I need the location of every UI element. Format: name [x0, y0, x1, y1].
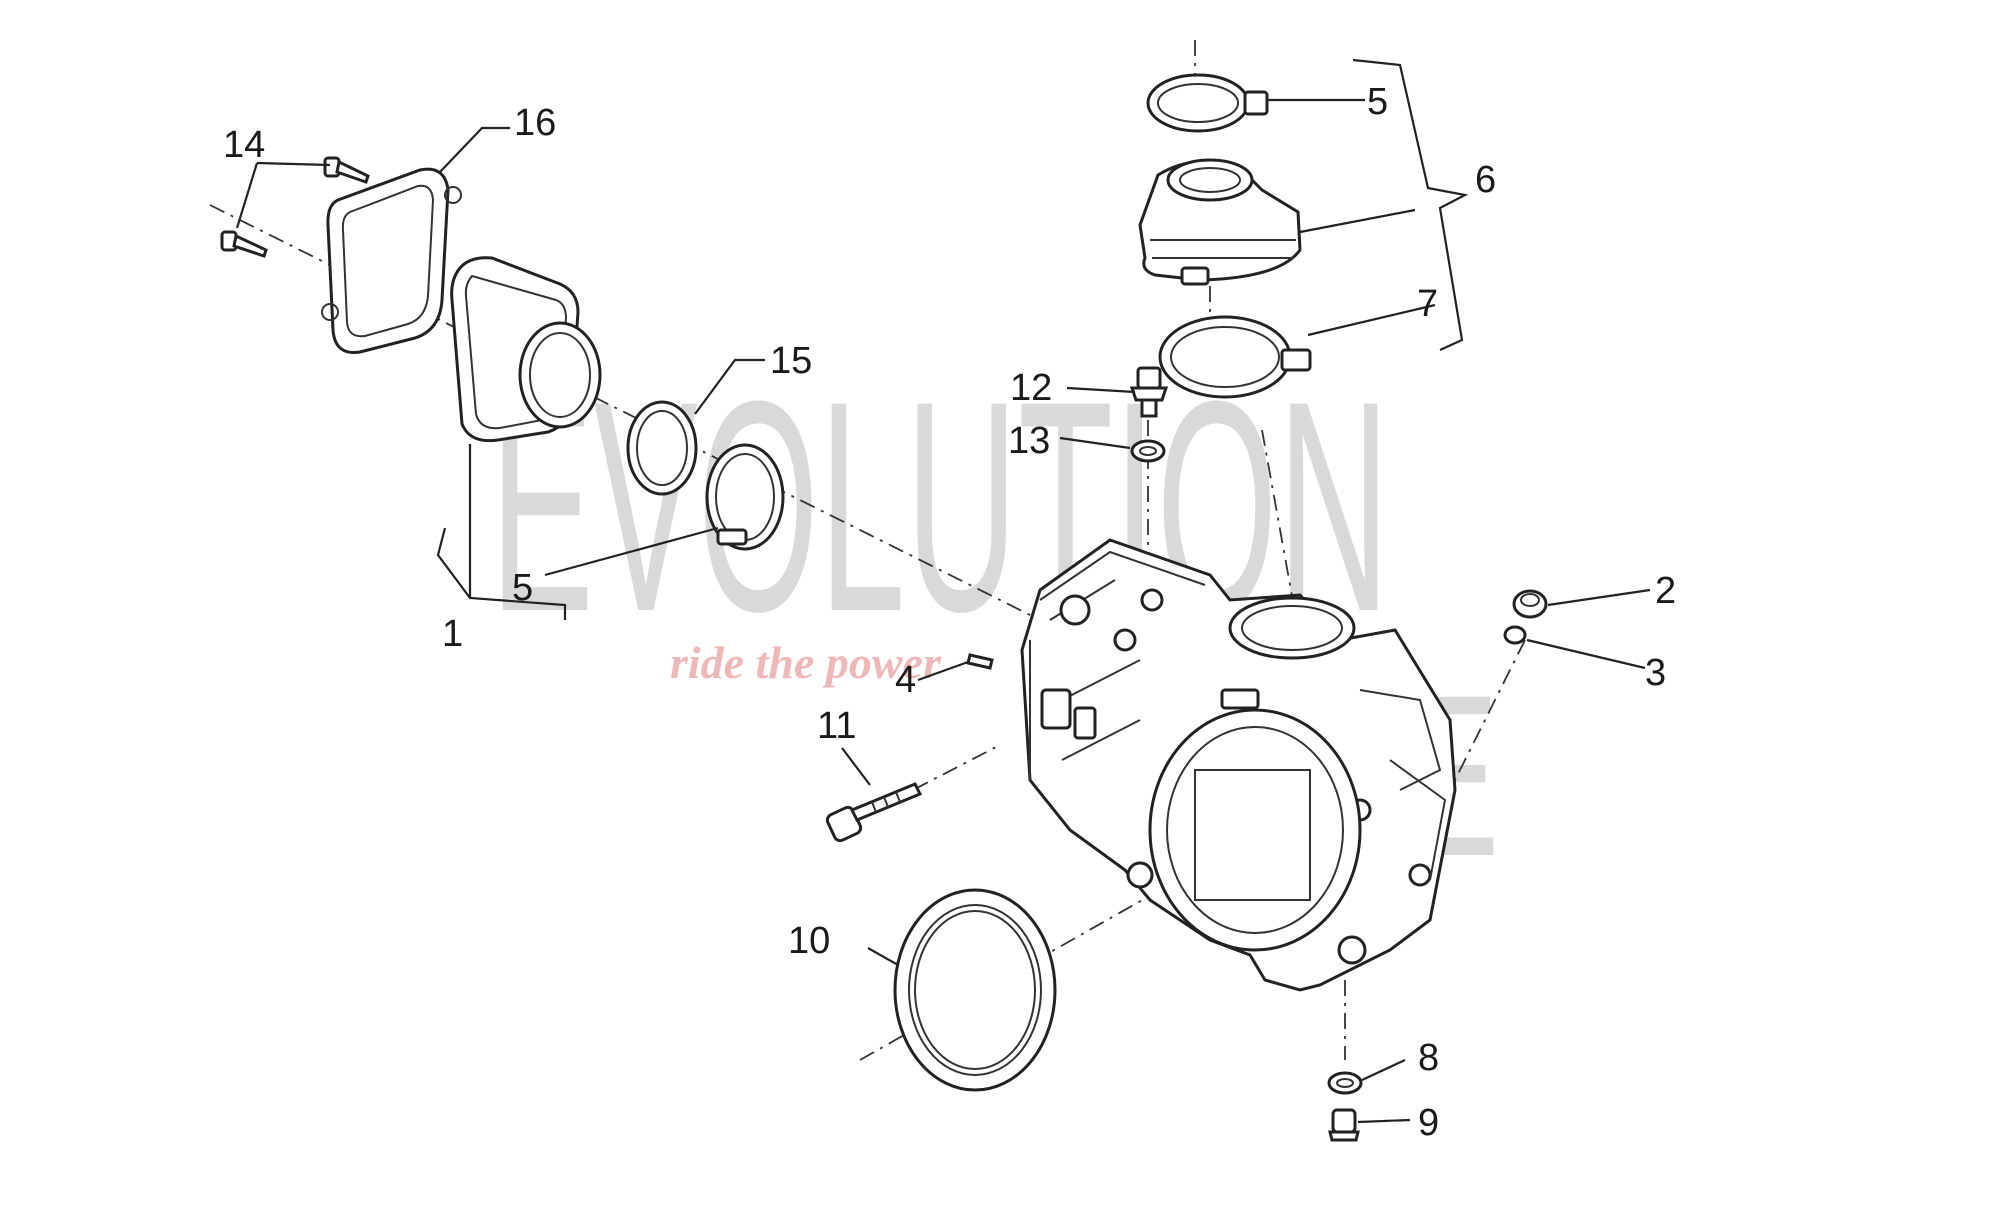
callout-3: 3: [1645, 652, 1666, 694]
plug-part-9: [1328, 1108, 1360, 1142]
intake-boot-part-1: [450, 256, 602, 443]
seal-ring-part-10: [893, 888, 1057, 1092]
callout-15: 15: [770, 340, 812, 382]
callout-1: 1: [442, 613, 463, 655]
sleeve-part-15: [626, 400, 698, 496]
washer-part-3: [1503, 625, 1527, 645]
hose-clamp-part-5-lower: [705, 443, 785, 551]
washer-part-8: [1327, 1071, 1363, 1095]
callout-7: 7: [1417, 283, 1438, 325]
washer-part-13: [1130, 439, 1166, 463]
callout-14: 14: [223, 124, 265, 166]
leader-lines: [235, 58, 1651, 1124]
bellows-part-6: [1138, 158, 1302, 286]
callout-11: 11: [817, 705, 856, 747]
callout-9: 9: [1418, 1102, 1439, 1144]
callout-10: 10: [788, 920, 830, 962]
cap-part-2: [1512, 589, 1548, 619]
callout-2: 2: [1655, 570, 1676, 612]
callout-labels: 14 16 15 5 1 5 6 7 12 13 2 3 4 11 10 8 9: [223, 81, 1676, 1144]
hose-clamp-part-7: [1158, 315, 1312, 399]
callout-5-lower: 5: [512, 567, 533, 609]
callout-6: 6: [1475, 159, 1496, 201]
bolt-part-11: [825, 782, 923, 843]
main-housing: [1020, 538, 1457, 992]
callout-4: 4: [895, 659, 916, 701]
plug-part-12: [1129, 366, 1169, 418]
callout-12: 12: [1010, 367, 1052, 409]
watermark-tagline: ride the power: [670, 637, 942, 688]
callout-16: 16: [514, 102, 556, 144]
hose-clamp-part-5-upper: [1146, 73, 1269, 133]
pin-part-4: [966, 653, 994, 670]
flange-part-16: [321, 167, 462, 355]
callout-13: 13: [1008, 420, 1050, 462]
screw-part-14-lower: [220, 230, 268, 258]
callout-8: 8: [1418, 1037, 1439, 1079]
callout-5-upper: 5: [1367, 81, 1388, 123]
screw-part-14-upper: [323, 156, 370, 184]
